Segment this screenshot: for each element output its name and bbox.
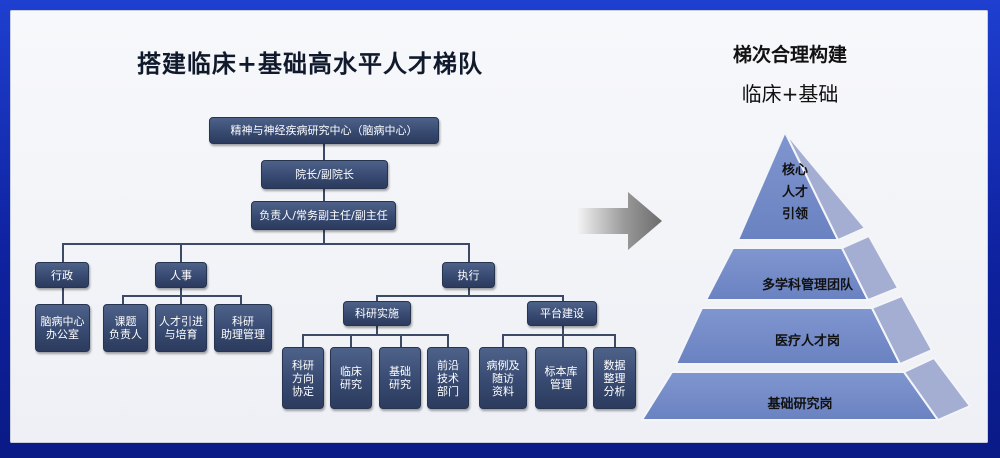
connector-exec-down [468, 288, 470, 296]
connector-research-down [376, 326, 378, 335]
connector-hr-horizontal [122, 295, 242, 297]
org-node-hr-talent: 人才引进与培育 [155, 304, 207, 352]
org-node-biobank: 标本库管理 [535, 347, 587, 409]
org-node-case-followup: 病例及随访资料 [479, 347, 527, 409]
connector-hr-child3 [240, 295, 242, 304]
org-branch-hr: 人事 [155, 262, 207, 288]
pyramid-tier2-label: 多学科管理团队 [761, 278, 853, 293]
connector-research-child2 [350, 334, 352, 347]
connector-platform-down [562, 326, 564, 335]
connector-platform-child3 [614, 334, 616, 347]
connector-research-child3 [400, 334, 402, 347]
org-node-platform-build: 平台建设 [527, 301, 597, 326]
org-node-research-impl: 科研实施 [343, 301, 411, 326]
pyramid-tier3-label: 医疗人才岗 [774, 334, 840, 349]
connector-research-drop [376, 295, 378, 301]
org-branch-admin: 行政 [35, 262, 89, 288]
pyramid-tier1-label: 核心人才引领 [781, 163, 808, 222]
connector-platform-child2 [562, 334, 564, 347]
pyramid-tier4-label: 基础研究岗 [767, 397, 833, 412]
org-node-hr-research-assistant: 科研助理管理 [214, 304, 272, 352]
connector-hr-drop [180, 243, 182, 262]
connector-exec-drop [468, 243, 470, 262]
org-node-hr-project-lead: 课题负责人 [103, 304, 148, 352]
connector-hr-down [180, 288, 182, 296]
right-arrow-icon [578, 192, 662, 250]
org-node-data-analysis: 数据整理分析 [593, 347, 636, 409]
org-root-node: 精神与神经疾病研究中心（脑病中心） [209, 117, 439, 144]
org-node-frontier-tech: 前沿技术部门 [427, 347, 469, 409]
org-node-basic-research: 基础研究 [379, 347, 421, 409]
connector-research-horizontal [302, 334, 448, 336]
pyramid-title: 梯次合理构建 [732, 44, 847, 66]
org-node-research-direction: 科研方向协定 [282, 347, 324, 409]
org-branch-exec: 执行 [442, 262, 495, 288]
org-node-clinical-research: 临床研究 [330, 347, 372, 409]
connector-research-child1 [302, 334, 304, 347]
connector-level3-down [323, 230, 325, 243]
talent-pyramid [640, 129, 972, 422]
pyramid-subtitle: 临床+基础 [741, 82, 839, 106]
connector-admin-child [62, 288, 64, 304]
connector-root-level2 [323, 144, 325, 160]
connector-research-child4 [447, 334, 449, 347]
org-node-admin-office: 脑病中心办公室 [35, 304, 90, 352]
connector-platform-horizontal [502, 334, 616, 336]
org-level3-node: 负责人/常务副主任/副主任 [251, 201, 396, 230]
connector-hr-child2 [180, 295, 182, 304]
connector-branches-horizontal [62, 243, 470, 245]
connector-platform-child1 [502, 334, 504, 347]
connector-level2-level3 [323, 189, 325, 201]
main-title: 搭建临床+基础高水平人才梯队 [136, 50, 484, 78]
connector-admin-drop [62, 243, 64, 262]
connector-hr-child1 [122, 295, 124, 304]
connector-platform-drop [562, 295, 564, 301]
connector-exec-horizontal [376, 295, 564, 297]
org-level2-node: 院长/副院长 [261, 160, 388, 189]
